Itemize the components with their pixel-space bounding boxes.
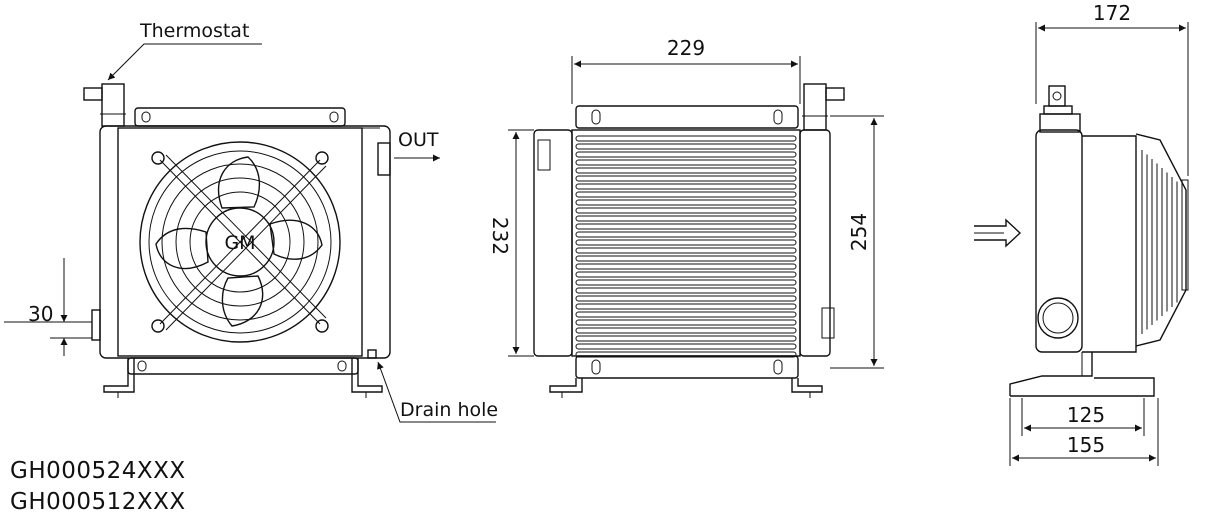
dim-172-text: 172 — [1093, 1, 1131, 25]
dim-229: 229 — [571, 36, 801, 104]
fin-row — [575, 143, 797, 150]
dim-232: 232 — [488, 129, 534, 357]
dim-232-text: 232 — [488, 217, 512, 255]
fin-row — [575, 135, 797, 142]
model-number-2: GH000512XXX — [10, 489, 186, 515]
end-view — [974, 85, 1189, 397]
drain-hole-label: Drain hole — [400, 399, 498, 421]
cooling-core — [571, 129, 801, 357]
fin-row — [575, 351, 797, 358]
fin-row — [575, 263, 797, 270]
fin-row — [575, 183, 797, 190]
fan-blades — [155, 156, 323, 327]
fin-row — [575, 223, 797, 230]
fin-row — [575, 175, 797, 182]
dim-125: 125 — [1021, 398, 1145, 436]
dim-30-text: 30 — [28, 302, 53, 326]
fin-row — [575, 327, 797, 334]
dim-155: 155 — [1009, 398, 1159, 466]
end-view-tank — [1035, 129, 1083, 353]
fin-row — [575, 295, 797, 302]
top-bracket — [134, 107, 346, 127]
front-view: GM — [83, 83, 391, 398]
fin-row — [575, 239, 797, 246]
fin-row — [575, 151, 797, 158]
fin-row — [575, 319, 797, 326]
dim-172: 172 — [1035, 1, 1189, 176]
out-port — [377, 142, 391, 176]
fin-row — [575, 247, 797, 254]
model-number-1: GH000524XXX — [10, 458, 186, 484]
core-view — [533, 83, 845, 398]
dim-155-text: 155 — [1067, 433, 1105, 457]
right-tank — [799, 129, 831, 357]
fin-row — [575, 335, 797, 342]
fin-row — [575, 159, 797, 166]
fin-row — [575, 255, 797, 262]
fin-row — [575, 311, 797, 318]
fin-row — [575, 191, 797, 198]
fin-row — [575, 287, 797, 294]
model-numbers: GH000524XXX GH000512XXX — [10, 456, 186, 518]
thermostat-label: Thermostat — [139, 20, 249, 42]
fan-logo: GM — [224, 232, 255, 254]
fin-row — [575, 303, 797, 310]
fin-row — [575, 207, 797, 214]
left-tank — [533, 129, 573, 357]
fin-row — [575, 343, 797, 350]
fin-row — [575, 231, 797, 238]
inlet-port — [1037, 297, 1079, 339]
thermostat-body — [101, 83, 125, 127]
fan-guard — [139, 141, 341, 343]
fan-hub — [205, 207, 275, 277]
fin-row — [575, 167, 797, 174]
dim-125-text: 125 — [1067, 403, 1105, 427]
out-label: OUT — [398, 129, 439, 151]
drain-hole — [367, 349, 377, 359]
airflow-arrow-icon — [974, 218, 1022, 248]
fin-row — [575, 199, 797, 206]
fin-row — [575, 215, 797, 222]
fin-row — [575, 279, 797, 286]
dim-254-text: 254 — [847, 213, 871, 251]
dim-229-text: 229 — [667, 36, 705, 60]
dim-30: 30 — [4, 258, 92, 356]
dim-254: 254 — [830, 115, 884, 369]
fin-row — [575, 271, 797, 278]
